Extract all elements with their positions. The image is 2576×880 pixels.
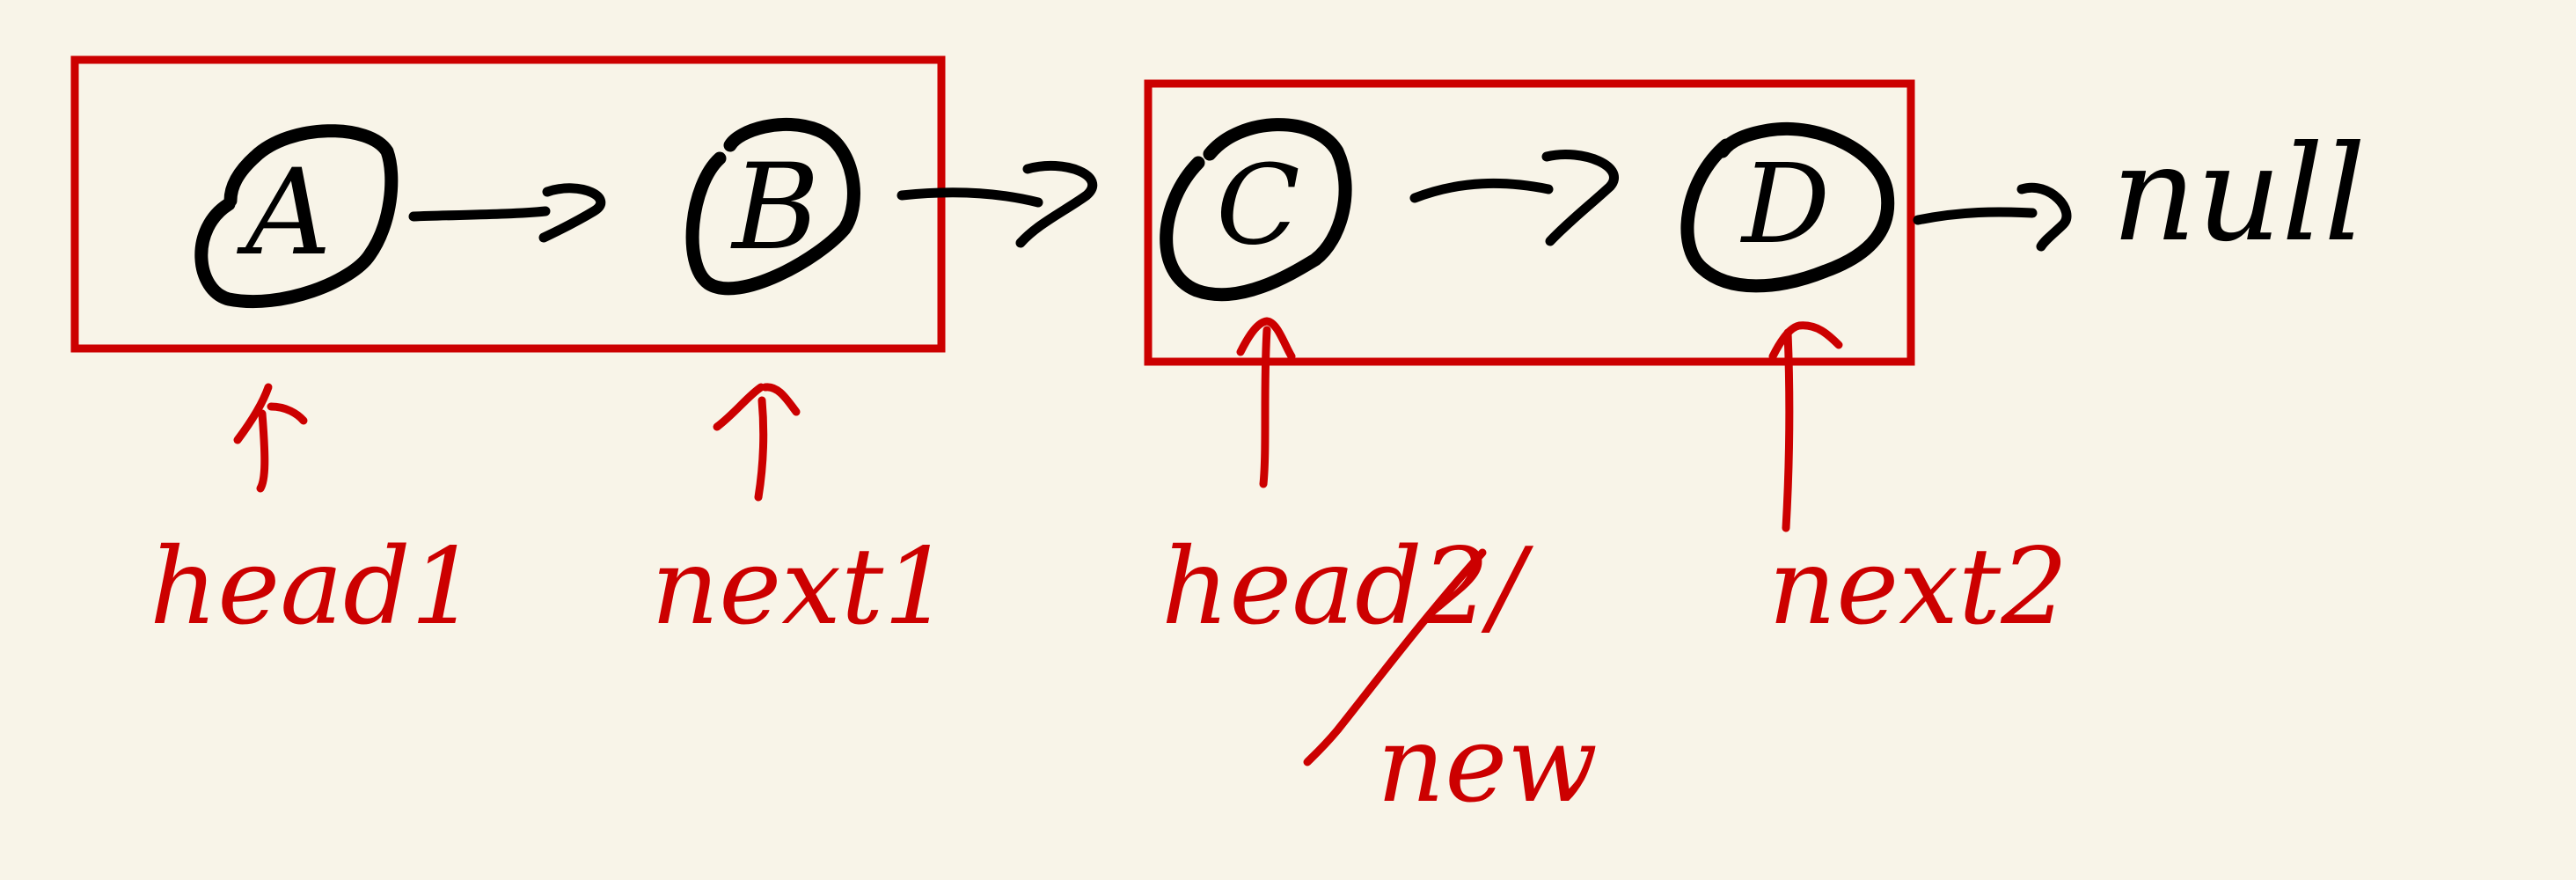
arrow-b-c xyxy=(896,161,1098,248)
node-a: A xyxy=(194,124,399,309)
group-box-1 xyxy=(70,55,946,353)
node-label-b: B xyxy=(729,138,819,276)
pointer-label-new: new xyxy=(1377,704,1598,826)
arrow-d-null xyxy=(1913,182,2072,252)
node-label-a: A xyxy=(236,143,332,282)
node-label-c: C xyxy=(1216,142,1300,269)
pointer-label-head2: head2/ xyxy=(1161,526,1534,649)
pointer-arrow-head2 xyxy=(1236,317,1296,488)
arrow-a-b xyxy=(408,183,606,243)
node-d: D xyxy=(1680,121,1895,293)
node-c: C xyxy=(1160,118,1352,302)
pointer-arrow-next2 xyxy=(1768,321,1843,532)
pointer-arrow-head1 xyxy=(233,383,308,493)
pointer-label-head1: head1 xyxy=(150,526,478,649)
node-label-d: D xyxy=(1740,141,1830,268)
pointer-arrow-next1 xyxy=(713,383,801,502)
node-b: B xyxy=(685,117,860,296)
group-box-2 xyxy=(1144,79,1915,366)
pointer-label-next2: next2 xyxy=(1768,526,2068,649)
head2-new-slash xyxy=(1303,548,1487,766)
pointer-label-next1: next1 xyxy=(651,526,951,649)
null-label: null xyxy=(2111,118,2366,271)
arrow-c-d xyxy=(1409,150,1619,246)
